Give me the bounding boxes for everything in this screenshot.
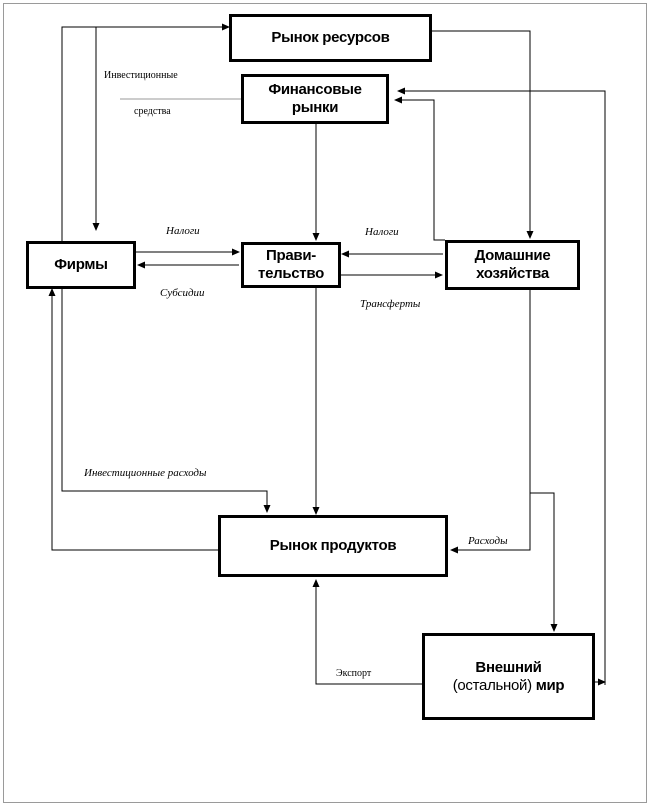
- label-investment-funds-line2: средства: [134, 106, 171, 117]
- node-financial-markets-line1: Финансовые: [268, 81, 362, 98]
- node-resource-market-label: Рынок ресурсов: [271, 29, 390, 46]
- label-investment-spending: Инвестиционные расходы: [84, 467, 207, 479]
- node-government-line1: Прави-: [266, 247, 316, 264]
- edge-households-to-world: [530, 492, 558, 632]
- node-outside-world-line2b: мир: [535, 676, 565, 694]
- node-government-line2: тельство: [258, 265, 324, 282]
- node-households-line1: Домашние: [474, 247, 551, 264]
- diagram-frame: [3, 3, 647, 803]
- node-households: Домашние хозяйства: [445, 240, 580, 290]
- label-investment-funds-line1: Инвестиционные: [104, 70, 178, 81]
- label-subsidies: Субсидии: [160, 287, 205, 299]
- node-outside-world: Внешний (остальной) мир: [422, 633, 595, 720]
- label-taxes-households: Налоги: [365, 226, 399, 238]
- node-outside-world-line2a: (остальной): [452, 676, 532, 694]
- node-financial-markets-line2: рынки: [291, 99, 339, 116]
- edge-product-market-to-firms: [48, 288, 218, 551]
- edge-world-to-product-market-export: [312, 579, 422, 685]
- edge-firms-to-product-market-investment: [61, 289, 271, 513]
- node-outside-world-line1: Внешний: [475, 658, 542, 676]
- node-firms: Фирмы: [26, 241, 136, 289]
- node-product-market: Рынок продуктов: [218, 515, 448, 577]
- edge-households-to-financial: [394, 96, 445, 241]
- label-export: Экспорт: [336, 668, 372, 679]
- node-product-market-label: Рынок продуктов: [269, 537, 397, 554]
- edge-world-to-financial: [397, 87, 606, 685]
- node-government: Прави- тельство: [241, 242, 341, 288]
- label-spending: Расходы: [468, 535, 508, 547]
- label-taxes-firms: Налоги: [166, 225, 200, 237]
- node-financial-markets: Финансовые рынки: [241, 74, 389, 124]
- node-outside-world-line2: (остальной) мир: [453, 677, 565, 695]
- node-households-line2: хозяйства: [476, 265, 549, 282]
- label-transfers: Трансферты: [360, 298, 421, 310]
- node-resource-market: Рынок ресурсов: [229, 14, 432, 62]
- edge-households-to-product-market-spending: [450, 290, 531, 554]
- edge-resource-market-to-households: [432, 30, 534, 239]
- edge-firms-to-resource-market: [61, 23, 230, 241]
- node-firms-label: Фирмы: [54, 256, 108, 273]
